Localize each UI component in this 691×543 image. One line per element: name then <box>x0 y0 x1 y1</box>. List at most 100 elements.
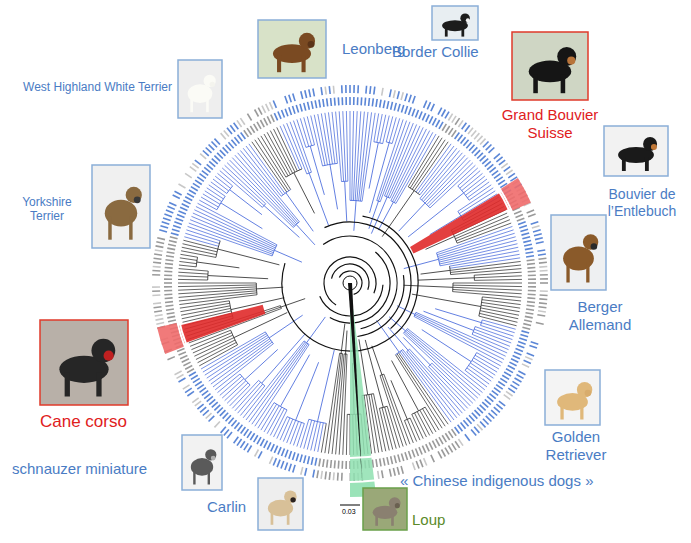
tree-branch <box>390 127 423 198</box>
tree-branch <box>467 182 489 198</box>
marker-ring <box>345 461 347 469</box>
tree-branch <box>245 349 278 379</box>
marker-ring <box>526 309 534 310</box>
marker-ring <box>405 452 407 460</box>
tree-branch <box>370 143 390 213</box>
marker-ring <box>477 424 482 430</box>
marker-ring <box>521 331 529 333</box>
marker-ring <box>500 378 507 382</box>
dog-muzzle <box>585 390 592 397</box>
marker-ring <box>278 112 281 119</box>
tree-branch <box>469 365 492 381</box>
marker-ring <box>357 85 359 93</box>
marker-ring <box>448 446 452 453</box>
tree-branch <box>392 118 400 143</box>
marker-ring <box>499 160 505 165</box>
marker-ring <box>540 270 548 272</box>
marker-ring <box>206 413 212 418</box>
marker-ring <box>154 311 162 312</box>
dog-photo <box>182 435 222 490</box>
dog-leg <box>586 262 589 283</box>
dog-head <box>557 47 576 66</box>
marker-ring <box>513 355 520 358</box>
marker-ring <box>394 455 396 463</box>
marker-ring <box>221 133 226 139</box>
marker-ring <box>465 125 470 131</box>
marker-ring <box>498 382 505 386</box>
tree-branch <box>221 203 263 229</box>
tree-branch <box>466 179 487 195</box>
tree-branch <box>246 146 283 195</box>
dog-leg <box>96 373 101 397</box>
tree-branch <box>307 116 314 144</box>
marker-ring <box>455 133 460 139</box>
tree-branch <box>467 368 489 384</box>
marker-ring <box>167 357 174 360</box>
marker-ring <box>250 433 254 440</box>
marker-ring <box>156 246 164 247</box>
marker-ring <box>166 309 174 310</box>
marker-ring <box>531 342 539 344</box>
marker-ring <box>300 104 302 112</box>
marker-ring <box>382 88 383 96</box>
marker-ring <box>525 357 532 360</box>
marker-ring <box>527 267 535 269</box>
marker-ring <box>266 104 269 111</box>
marker-ring <box>177 349 184 352</box>
marker-ring <box>514 211 521 214</box>
marker-ring <box>244 130 249 137</box>
marker-ring <box>539 302 547 304</box>
marker-ring <box>338 461 340 469</box>
marker-ring <box>160 226 168 228</box>
marker-ring <box>224 130 229 136</box>
tree-branch <box>371 394 382 452</box>
tree-branch <box>482 302 521 308</box>
marker-ring <box>376 99 377 107</box>
dog-head <box>577 382 592 397</box>
marker-ring <box>217 408 223 414</box>
tree-branch <box>198 203 277 245</box>
marker-ring <box>427 102 430 109</box>
tree-branch <box>398 353 448 425</box>
tree-branch <box>274 250 302 262</box>
tree-branch <box>296 362 319 420</box>
tree-branch <box>438 233 515 256</box>
tree-branch <box>178 285 256 287</box>
dog-leg <box>561 74 566 93</box>
marker-ring <box>154 254 162 255</box>
marker-ring <box>195 180 202 184</box>
marker-ring <box>338 97 340 105</box>
tree-branch <box>286 193 313 232</box>
marker-ring <box>522 364 529 367</box>
marker-ring <box>169 241 177 243</box>
tree-branch <box>481 308 519 315</box>
dog-leg <box>533 74 538 93</box>
marker-ring <box>285 109 288 116</box>
marker-ring <box>244 429 249 436</box>
tree-branch <box>343 111 346 181</box>
marker-ring <box>165 297 173 299</box>
marker-ring <box>174 222 182 225</box>
marker-ring <box>301 91 303 99</box>
dog-photo <box>432 6 478 40</box>
marker-ring <box>448 114 452 121</box>
marker-ring <box>518 222 526 225</box>
marker-ring <box>539 266 547 268</box>
marker-ring <box>240 441 244 448</box>
marker-ring <box>436 120 440 127</box>
marker-ring <box>465 434 470 440</box>
marker-ring <box>200 154 206 159</box>
marker-ring <box>461 422 466 428</box>
marker-ring <box>412 450 415 457</box>
marker-ring <box>154 307 162 308</box>
marker-ring <box>241 133 246 139</box>
marker-ring <box>214 156 220 161</box>
marker-ring <box>168 244 176 246</box>
marker-ring <box>494 407 500 412</box>
marker-ring <box>277 460 280 467</box>
marker-ring <box>412 96 415 104</box>
dog-leg <box>461 27 464 37</box>
breed-label: Loup <box>412 511 445 529</box>
marker-ring <box>528 290 536 292</box>
marker-ring <box>519 338 527 340</box>
